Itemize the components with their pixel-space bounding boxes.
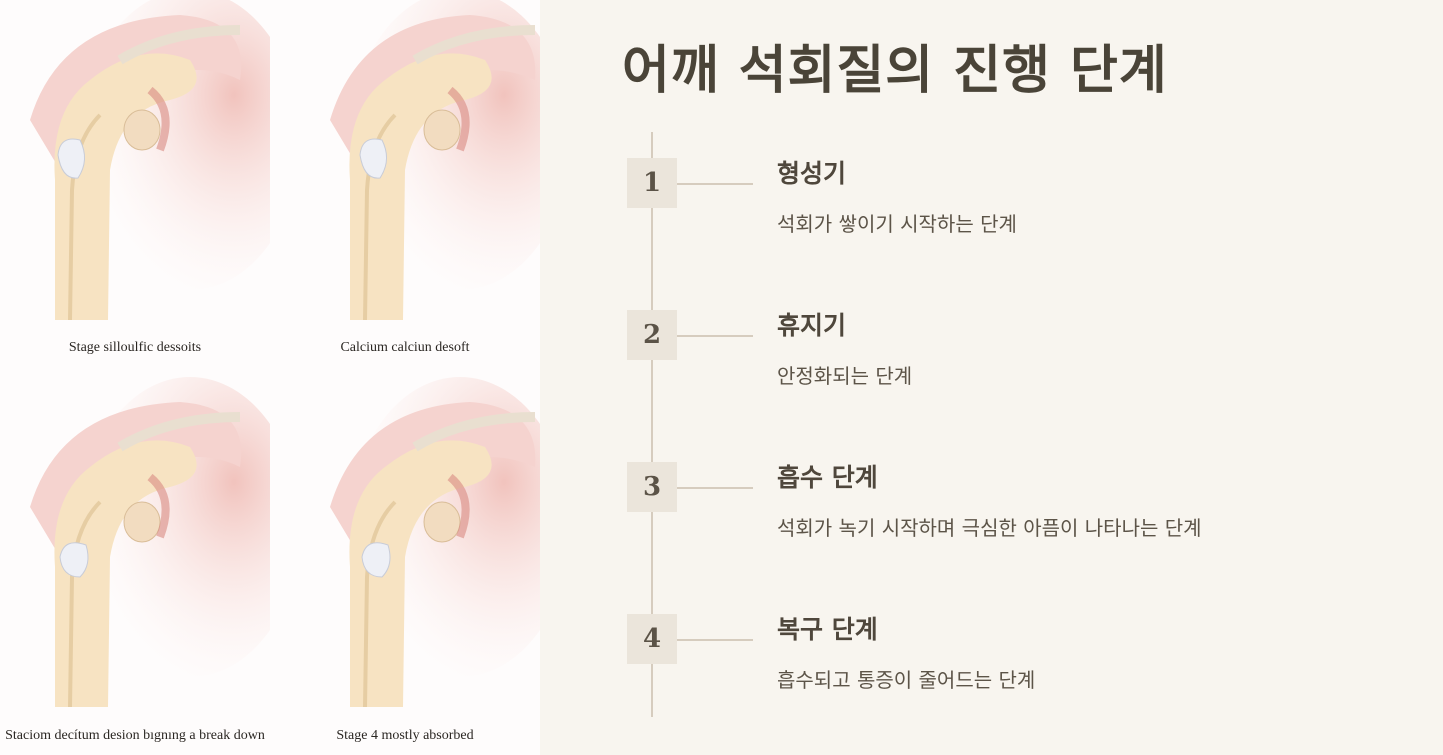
shoulder-illustration: Stage silloulfic dessoits Calcium calciu… (0, 0, 540, 755)
illustration-panel-2: Calcium calciun desoft (270, 0, 540, 377)
step-title: 흡수 단계 (777, 463, 878, 492)
step-title: 형성기 (777, 159, 847, 188)
illustration-caption: Staciom decítum desion bıgnıng a break d… (5, 728, 265, 743)
step-title: 휴지기 (777, 311, 847, 340)
step-description: 안정화되는 단계 (777, 364, 913, 388)
step-number: 4 (627, 614, 677, 664)
step-number: 3 (627, 462, 677, 512)
timeline-step-4: 4 복구 단계 흡수되고 통증이 줄어드는 단계 (627, 614, 1387, 694)
step-number: 1 (627, 158, 677, 208)
step-connector (677, 487, 753, 489)
shoulder-joint-image-2 (330, 0, 540, 321)
step-number: 2 (627, 310, 677, 360)
illustration-panel-1: Stage silloulfic dessoits (0, 0, 270, 377)
illustration-caption: Calcium calciun desoft (340, 340, 470, 355)
step-connector (677, 335, 753, 337)
page-title: 어깨 석회질의 진행 단계 (622, 41, 1168, 101)
timeline-step-3: 3 흡수 단계 석회가 녹기 시작하며 극심한 아픔이 나타나는 단계 (627, 462, 1387, 542)
step-description: 석회가 쌓이기 시작하는 단계 (777, 212, 1017, 236)
step-connector (677, 183, 753, 185)
timeline-line (651, 132, 653, 717)
step-connector (677, 639, 753, 641)
step-description: 흡수되고 통증이 줄어드는 단계 (777, 668, 1036, 692)
timeline-step-2: 2 휴지기 안정화되는 단계 (627, 310, 1387, 390)
timeline-step-1: 1 형성기 석회가 쌓이기 시작하는 단계 (627, 158, 1387, 238)
step-description: 석회가 녹기 시작하며 극심한 아픔이 나타나는 단계 (777, 516, 1202, 540)
illustration-panel-4: Stage 4 mostly absorbed (270, 377, 540, 754)
shoulder-joint-image-4 (330, 377, 540, 708)
illustration-panel-3: Staciom decítum desion bıgnıng a break d… (0, 377, 270, 754)
shoulder-joint-image-3 (30, 377, 270, 708)
step-title: 복구 단계 (777, 615, 878, 644)
shoulder-joint-image-1 (30, 0, 270, 321)
illustration-caption: Stage silloulfic dessoits (68, 340, 202, 355)
illustration-caption: Stage 4 mostly absorbed (336, 728, 474, 743)
